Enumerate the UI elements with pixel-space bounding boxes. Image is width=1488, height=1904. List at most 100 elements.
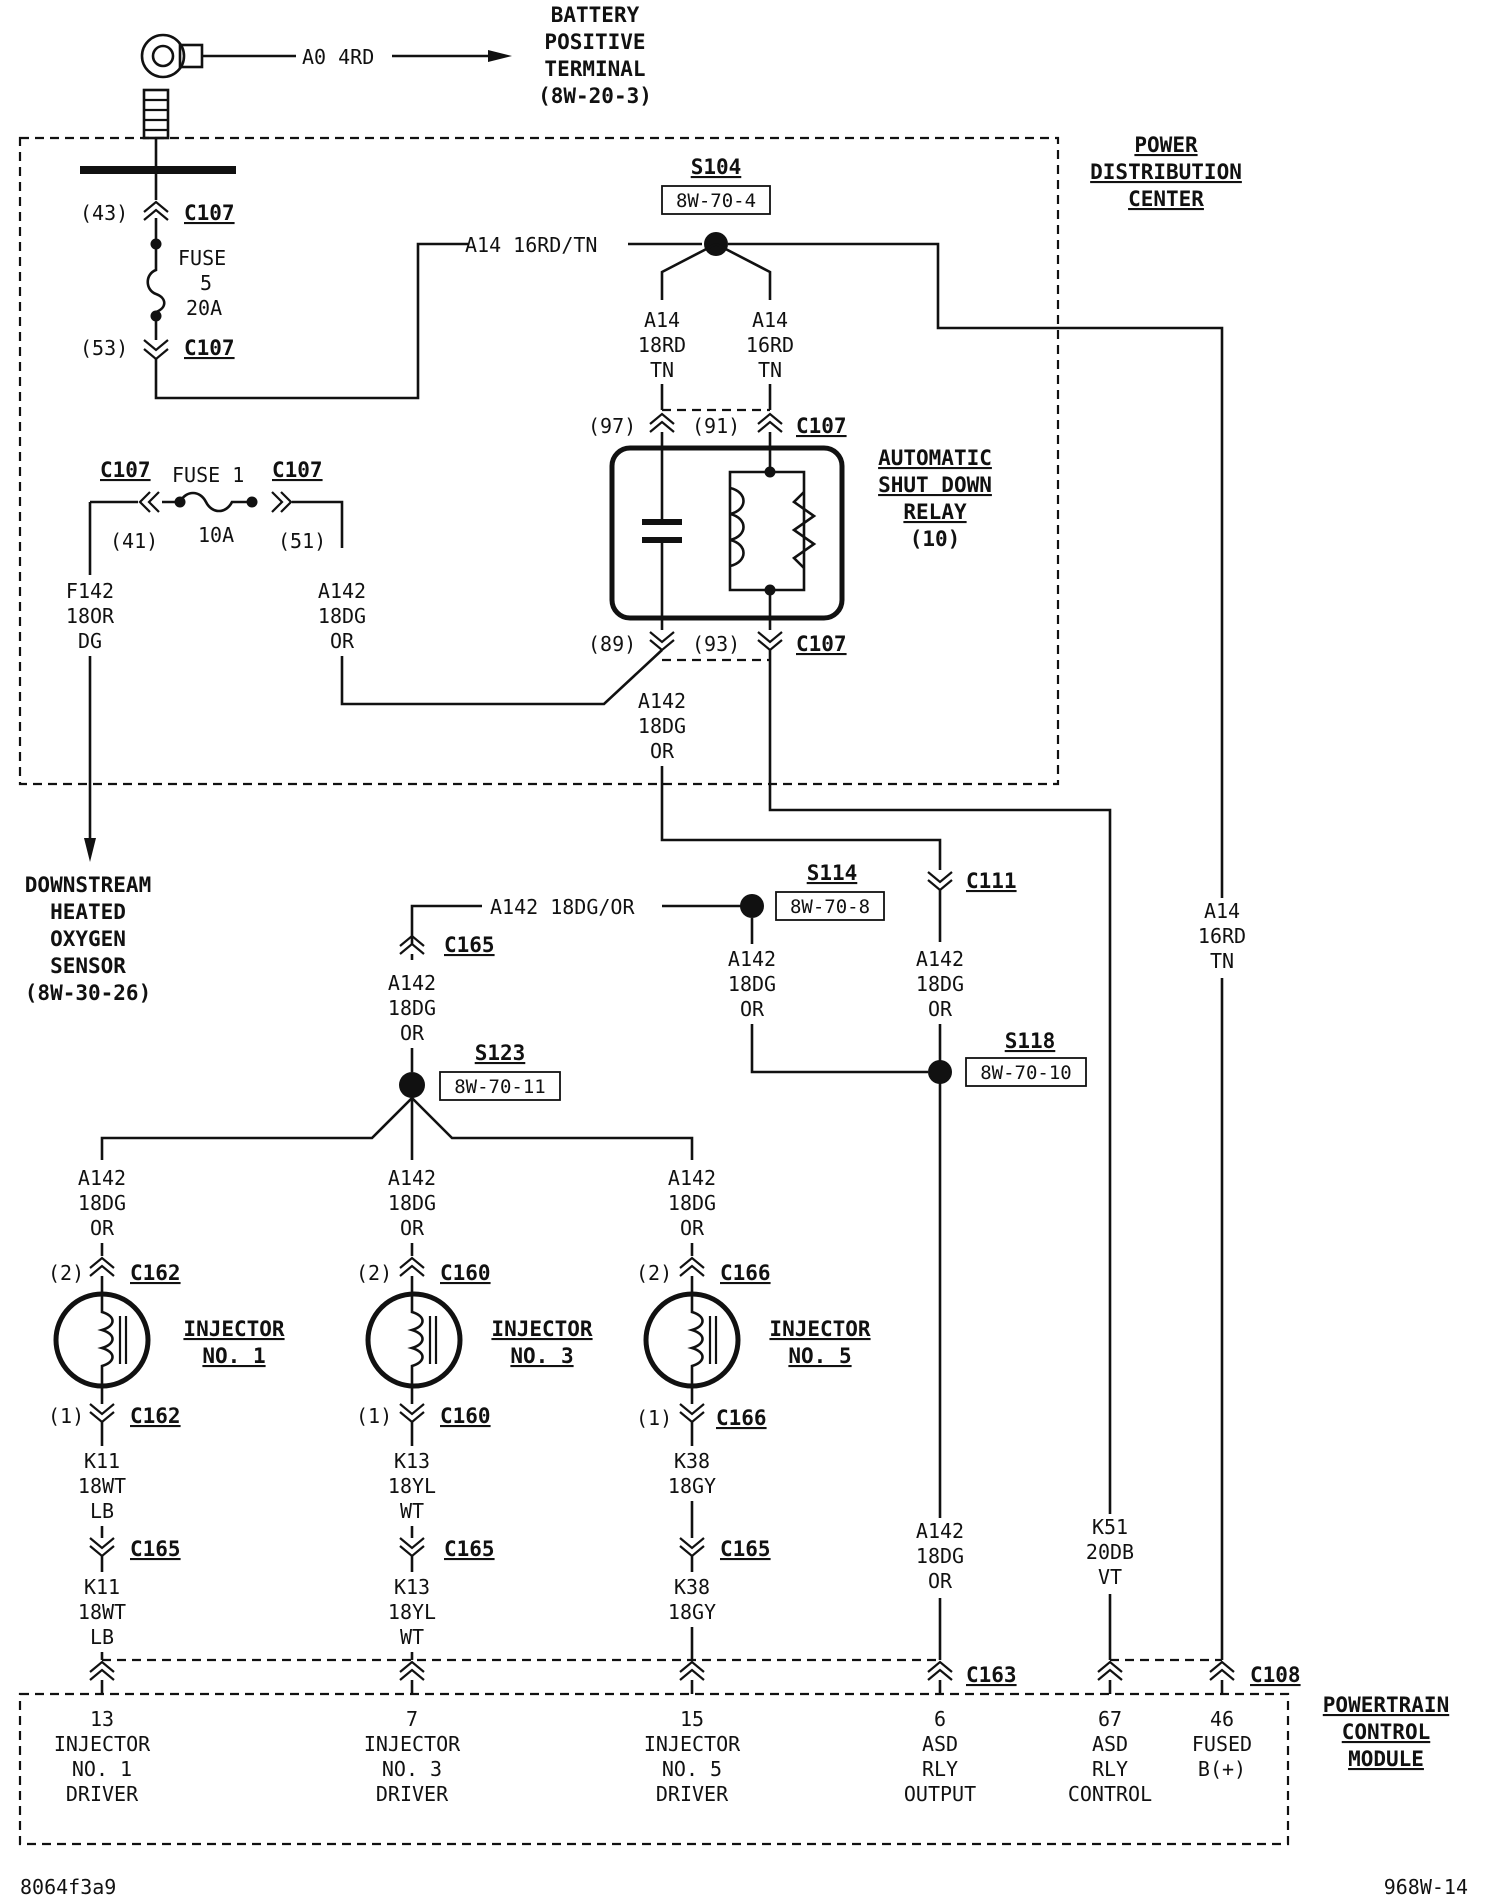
svg-text:POWER: POWER (1134, 133, 1198, 157)
svg-text:(2): (2) (636, 1261, 672, 1285)
svg-text:20DB: 20DB (1086, 1540, 1134, 1564)
svg-text:18DG: 18DG (388, 1191, 436, 1215)
svg-text:A142: A142 (668, 1166, 716, 1190)
svg-text:C107: C107 (100, 458, 151, 482)
svg-text:AUTOMATIC: AUTOMATIC (878, 446, 992, 470)
svg-text:67: 67 (1098, 1707, 1122, 1731)
svg-text:18DG: 18DG (78, 1191, 126, 1215)
svg-text:OR: OR (740, 997, 765, 1021)
svg-text:8W-70-11: 8W-70-11 (454, 1076, 546, 1098)
svg-text:DRIVER: DRIVER (376, 1782, 449, 1806)
s114-splice: A142 18DG/OR S114 8W-70-8 A142 18DG OR (410, 861, 928, 1074)
pcm-pin-6: 6 ASD RLY OUTPUT (904, 1707, 976, 1806)
svg-text:46: 46 (1210, 1707, 1234, 1731)
svg-text:S104: S104 (691, 155, 742, 179)
svg-text:LB: LB (90, 1499, 114, 1523)
svg-text:K38: K38 (674, 1575, 710, 1599)
svg-text:NO. 3: NO. 3 (382, 1757, 442, 1781)
k51-wire-label: K51 20DB VT (1080, 1514, 1140, 1594)
battery-terminal: A0 4RD (140, 33, 512, 168)
footer-left-code: 8064f3a9 (20, 1875, 116, 1899)
injector-1: A142 18DG OR (2) C162 INJECTOR NO. 1 (1)… (48, 1166, 285, 1649)
svg-text:A142: A142 (916, 947, 964, 971)
svg-text:NO. 3: NO. 3 (510, 1344, 573, 1368)
svg-text:TN: TN (650, 358, 674, 382)
svg-text:13: 13 (90, 1707, 114, 1731)
svg-text:A142 18DG/OR: A142 18DG/OR (490, 895, 635, 919)
svg-text:10A: 10A (198, 523, 234, 547)
svg-text:INJECTOR: INJECTOR (54, 1732, 151, 1756)
svg-text:NO. 5: NO. 5 (788, 1344, 851, 1368)
svg-text:16RD: 16RD (1198, 924, 1246, 948)
pdc-boundary (18, 136, 1060, 786)
svg-text:F142: F142 (66, 579, 114, 603)
svg-text:20A: 20A (186, 296, 222, 320)
pcm-connector-row: C163 C108 (89, 1658, 1301, 1694)
svg-text:ASD: ASD (1092, 1732, 1128, 1756)
svg-text:FUSED: FUSED (1192, 1732, 1252, 1756)
svg-text:FUSE: FUSE (178, 246, 226, 270)
svg-text:K11: K11 (84, 1449, 120, 1473)
svg-text:(2): (2) (48, 1261, 84, 1285)
svg-text:K38: K38 (674, 1449, 710, 1473)
svg-text:18DG: 18DG (668, 1191, 716, 1215)
s104-splice: A14 16RD/TN S104 8W-70-4 A14 18RD TN A14… (465, 155, 1224, 1660)
battery-wire-label: A0 4RD (302, 45, 374, 69)
pcm-pin-13: 13 INJECTOR NO. 1 DRIVER (54, 1707, 151, 1806)
svg-text:TERMINAL: TERMINAL (544, 57, 645, 81)
svg-text:DOWNSTREAM: DOWNSTREAM (25, 873, 151, 897)
a14-right-wire-label: A14 16RD TN (1196, 898, 1248, 978)
svg-text:A14 16RD/TN: A14 16RD/TN (465, 233, 597, 257)
svg-text:HEATED: HEATED (50, 900, 126, 924)
svg-text:OR: OR (90, 1216, 115, 1240)
svg-text:OUTPUT: OUTPUT (904, 1782, 976, 1806)
s123-splice: C165 A142 18DG OR S123 8W-70-11 (100, 933, 694, 1160)
svg-text:OR: OR (928, 997, 953, 1021)
svg-text:K11: K11 (84, 1575, 120, 1599)
asd-relay: (97) (91) C107 (89) (93) C107 AUTOMATIC … (588, 408, 992, 662)
svg-text:C108: C108 (1250, 1663, 1301, 1687)
svg-text:INJECTOR: INJECTOR (769, 1317, 871, 1341)
pcm-pin-7: 7 INJECTOR NO. 3 DRIVER (364, 1707, 461, 1806)
pcm-pin-15: 15 INJECTOR NO. 5 DRIVER (644, 1707, 741, 1806)
battery-title: BATTERY POSITIVE TERMINAL (8W-20-3) (538, 3, 652, 108)
svg-text:18OR: 18OR (66, 604, 115, 628)
svg-text:(43): (43) (80, 201, 128, 225)
svg-text:RELAY: RELAY (903, 500, 967, 524)
injector-3: A142 18DG OR (2) C160 INJECTOR NO. 3 (1)… (356, 1166, 593, 1649)
svg-text:FUSE 1: FUSE 1 (172, 463, 244, 487)
svg-text:7: 7 (406, 1707, 418, 1731)
svg-text:6: 6 (934, 1707, 946, 1731)
svg-text:18YL: 18YL (388, 1600, 436, 1624)
svg-text:NO. 1: NO. 1 (202, 1344, 265, 1368)
svg-text:A142: A142 (318, 579, 366, 603)
svg-text:CONTROL: CONTROL (1342, 1720, 1431, 1744)
svg-text:A14: A14 (1204, 899, 1240, 923)
svg-text:8W-70-10: 8W-70-10 (980, 1062, 1072, 1084)
svg-text:8W-70-4: 8W-70-4 (676, 190, 756, 212)
svg-text:K13: K13 (394, 1449, 430, 1473)
svg-text:18YL: 18YL (388, 1474, 436, 1498)
svg-text:18DG: 18DG (318, 604, 366, 628)
svg-text:OR: OR (400, 1021, 425, 1045)
svg-text:OR: OR (680, 1216, 705, 1240)
footer-right-code: 968W-14 (1384, 1875, 1468, 1899)
svg-text:DG: DG (78, 629, 102, 653)
svg-text:OR: OR (650, 739, 675, 763)
pcm-title: POWERTRAIN CONTROL MODULE (1323, 1693, 1449, 1771)
svg-text:C107: C107 (272, 458, 323, 482)
svg-text:C166: C166 (720, 1261, 771, 1285)
svg-text:C165: C165 (130, 1537, 181, 1561)
svg-text:A142: A142 (916, 1519, 964, 1543)
svg-text:18DG: 18DG (388, 996, 436, 1020)
svg-text:16RD: 16RD (746, 333, 794, 357)
svg-text:(8W-20-3): (8W-20-3) (538, 84, 652, 108)
svg-text:S114: S114 (807, 861, 858, 885)
downstream-o2-sensor-label: DOWNSTREAM HEATED OXYGEN SENSOR (8W-30-2… (25, 873, 151, 1005)
pcm-boundary (18, 1692, 1290, 1846)
svg-text:BATTERY: BATTERY (551, 3, 640, 27)
svg-text:C163: C163 (966, 1663, 1017, 1687)
pdc-title: POWER DISTRIBUTION CENTER (1090, 133, 1242, 211)
svg-text:OR: OR (928, 1569, 953, 1593)
svg-text:NO. 5: NO. 5 (662, 1757, 722, 1781)
